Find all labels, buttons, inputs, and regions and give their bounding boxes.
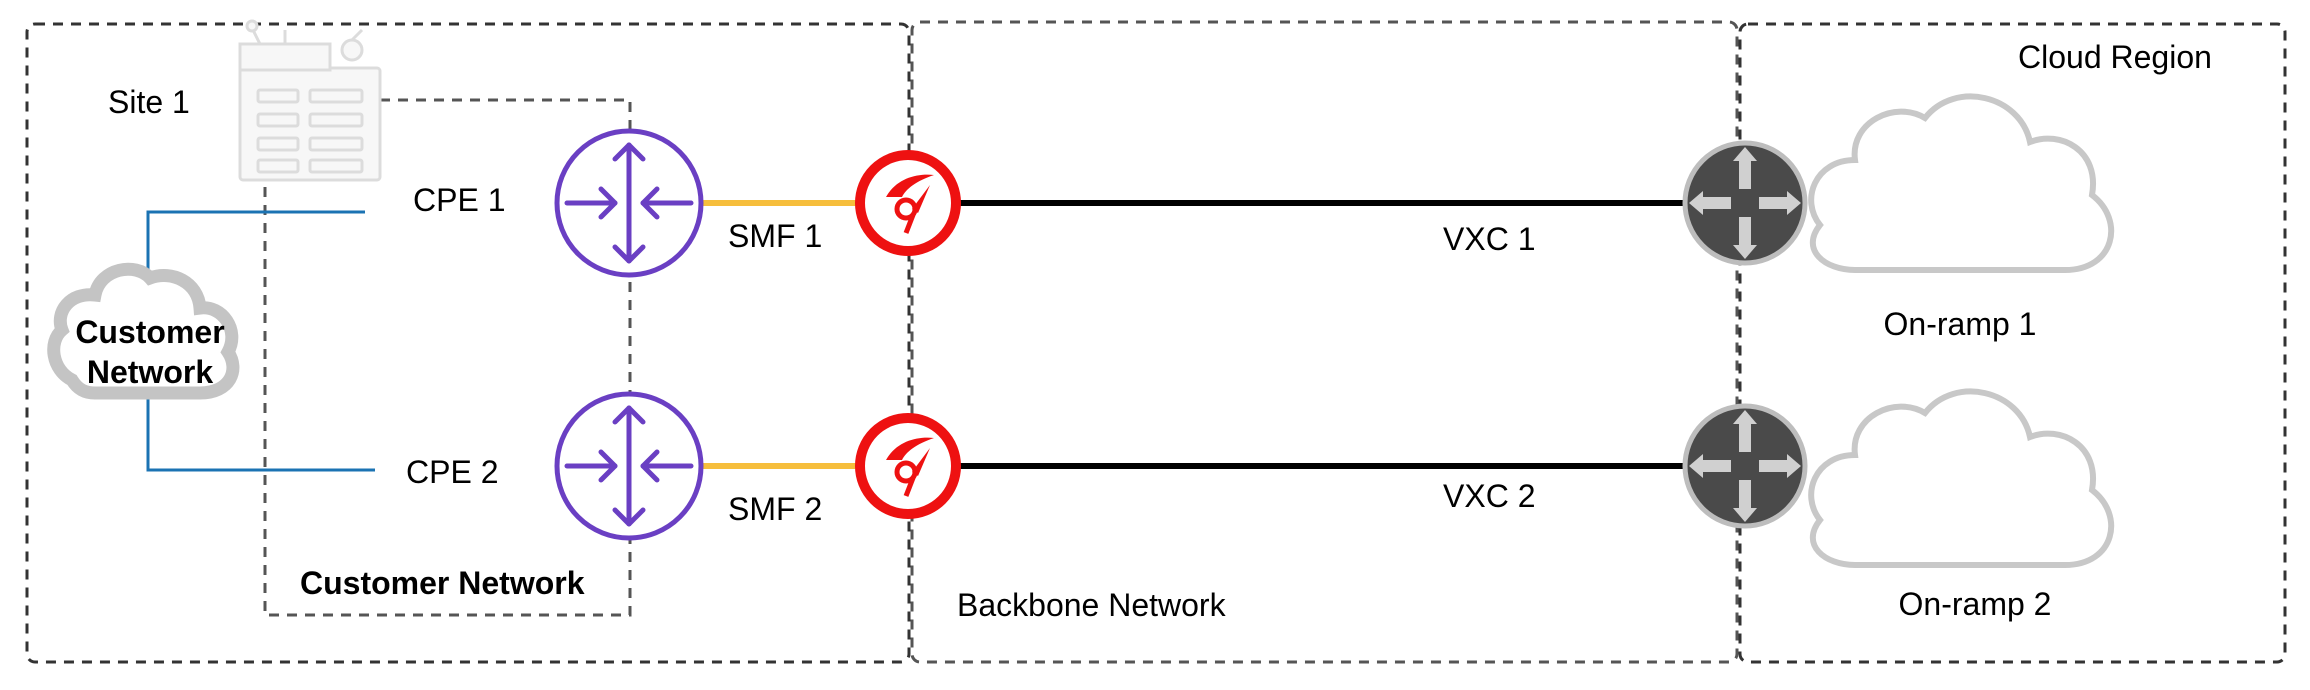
onramp2-cloud-icon	[1808, 388, 2115, 568]
smf2-label: SMF 2	[728, 491, 822, 527]
site-label: Site 1	[108, 84, 190, 120]
customer-cloud-label-line2: Network	[87, 354, 213, 390]
customer-link-1	[146, 210, 365, 285]
onramp2-label: On-ramp 2	[1899, 586, 2052, 622]
onramp1-cloud-icon	[1808, 93, 2115, 273]
port2-megaport-icon	[855, 413, 961, 519]
onramp1-gateway-icon	[1682, 140, 1808, 266]
cpe2-label: CPE 2	[406, 454, 498, 490]
onramp2-gateway-icon	[1682, 403, 1808, 529]
backbone-region-box	[910, 20, 1739, 664]
customer-cloud-label-line1: Customer	[75, 314, 224, 350]
smf1-label: SMF 1	[728, 218, 822, 254]
cpe1-router-icon	[554, 128, 704, 278]
vxc2-label: VXC 2	[1443, 478, 1535, 514]
customer-cloud-icon	[47, 262, 240, 400]
cloud-region-box	[1738, 22, 2287, 664]
cpe1-label: CPE 1	[413, 182, 505, 218]
vxc1-label: VXC 1	[1443, 221, 1535, 257]
backbone-network-label: Backbone Network	[957, 587, 1227, 623]
cpe2-router-icon	[554, 391, 704, 541]
building-icon	[238, 19, 382, 182]
cloud-region-label: Cloud Region	[2018, 39, 2212, 75]
customer-network-box	[263, 98, 632, 617]
customer-network-label: Customer Network	[300, 565, 585, 601]
port1-megaport-icon	[855, 150, 961, 256]
site-region-box	[25, 22, 911, 664]
onramp1-label: On-ramp 1	[1884, 306, 2037, 342]
